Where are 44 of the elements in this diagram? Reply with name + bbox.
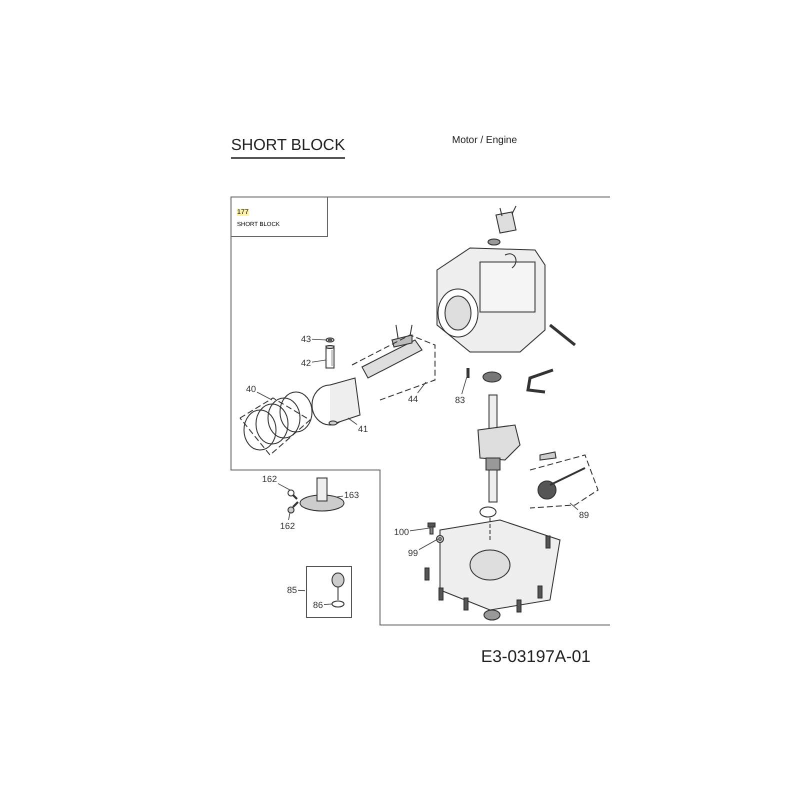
leader-line bbox=[461, 372, 468, 394]
leader-line bbox=[410, 528, 430, 532]
tappet-drawing bbox=[288, 501, 299, 514]
callout-number: 100 bbox=[394, 527, 410, 537]
callout-number: 85 bbox=[287, 585, 298, 595]
engine-label: Motor / Engine bbox=[452, 135, 518, 146]
callout-number: 40 bbox=[246, 384, 256, 394]
piston-pin-drawing bbox=[326, 345, 334, 368]
title-block bbox=[231, 197, 328, 237]
leader-line bbox=[278, 483, 290, 490]
callout-number: 41 bbox=[358, 424, 368, 434]
leader-line bbox=[570, 502, 578, 510]
governor-gear-drawing bbox=[530, 451, 599, 508]
page-title: SHORT BLOCK bbox=[231, 137, 346, 159]
callout-number: 42 bbox=[301, 358, 312, 368]
tappet-drawing bbox=[288, 490, 298, 500]
callout-number: 163 bbox=[344, 490, 360, 500]
drawing-number: E3-03197A-01 bbox=[481, 647, 591, 667]
leader-line bbox=[417, 382, 426, 394]
connecting-rod-drawing bbox=[352, 324, 436, 400]
leader-line bbox=[298, 590, 306, 592]
bolt-drawing bbox=[428, 522, 436, 534]
leader-line bbox=[418, 538, 438, 550]
callout-number: 83 bbox=[455, 395, 466, 405]
leader-line bbox=[324, 604, 332, 605]
washer-drawing bbox=[436, 535, 444, 543]
callout-number: 44 bbox=[408, 394, 418, 404]
clip-drawing bbox=[326, 338, 334, 342]
callout-number: 43 bbox=[301, 334, 312, 344]
leader-line bbox=[288, 512, 290, 520]
callout-number: 162 bbox=[262, 474, 278, 484]
key-drawing bbox=[466, 368, 470, 378]
callout-number: 89 bbox=[579, 510, 590, 520]
leader-line bbox=[256, 392, 272, 400]
camshaft-drawing bbox=[300, 478, 344, 512]
leader-line bbox=[312, 338, 328, 340]
callout-number: 99 bbox=[408, 548, 418, 558]
piston-rings-drawing bbox=[239, 392, 312, 456]
leader-line bbox=[312, 360, 326, 362]
leader-line bbox=[348, 418, 358, 425]
callout-number: 86 bbox=[313, 600, 324, 610]
callout-number: 162 bbox=[280, 521, 296, 531]
leader-line bbox=[336, 496, 344, 498]
part-frame bbox=[306, 566, 352, 618]
